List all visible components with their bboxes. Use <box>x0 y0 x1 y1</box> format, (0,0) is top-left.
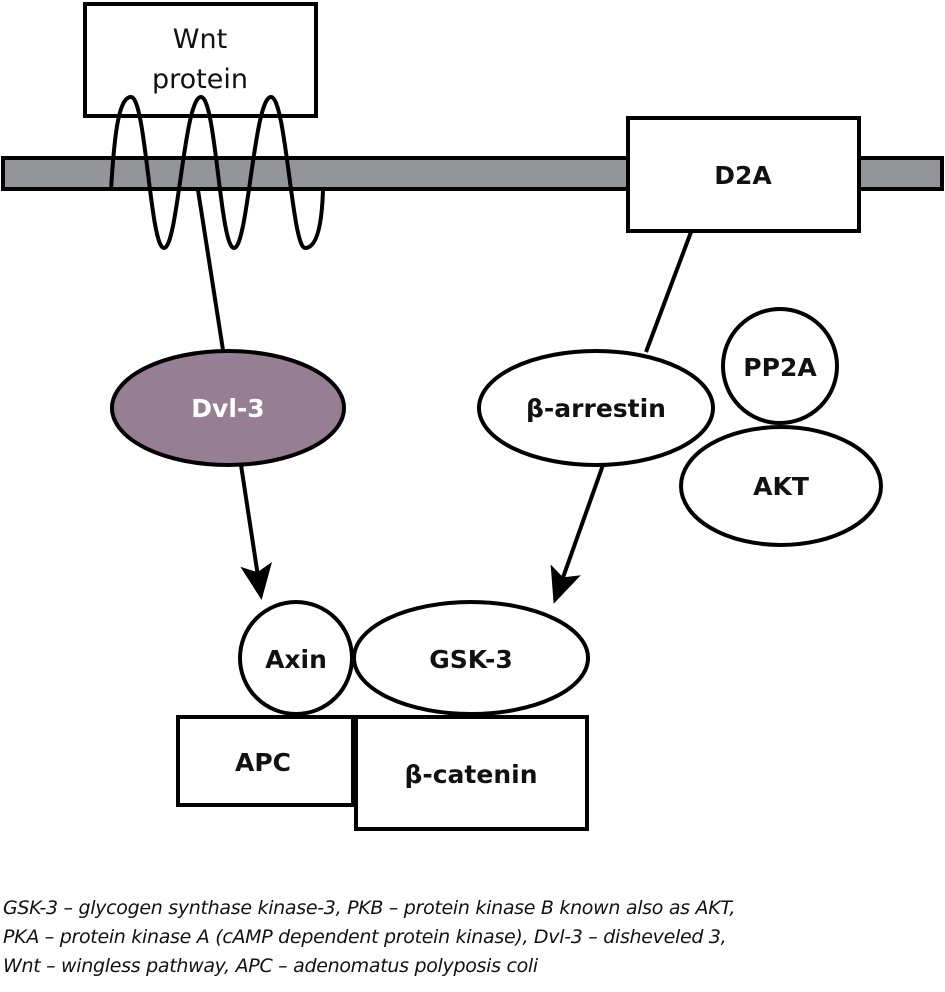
footnote-line: PKA – protein kinase A (cAMP dependent p… <box>3 926 727 948</box>
arrow-dvl3-to-axin <box>239 464 272 600</box>
frizzled-receptor-coil <box>109 94 325 251</box>
arrow-barrestin-to-gsk3 <box>550 464 605 604</box>
axin-label: Axin <box>265 645 327 674</box>
wnt-protein-node: Wnt protein <box>83 2 318 118</box>
dvl3-label: Dvl-3 <box>191 394 264 423</box>
abbreviations-footnote: GSK-3 – glycogen synthase kinase-3, PKB … <box>3 894 943 981</box>
edge-wnt-dvl3 <box>196 189 225 351</box>
apc-label: APC <box>235 748 291 777</box>
pp2a-node: PP2A <box>721 307 839 425</box>
beta-catenin-label: β-catenin <box>404 760 537 789</box>
footnote-line: Wnt – wingless pathway, APC – adenomatus… <box>3 955 538 977</box>
pp2a-label: PP2A <box>743 353 817 382</box>
beta-arrestin-label: β-arrestin <box>526 394 666 423</box>
dvl3-node: Dvl-3 <box>110 349 346 467</box>
beta-catenin-node: β-catenin <box>354 715 589 831</box>
d2a-node: D2A <box>626 116 861 233</box>
akt-label: AKT <box>753 472 809 501</box>
d2a-label: D2A <box>714 161 772 190</box>
akt-node: AKT <box>679 425 883 547</box>
apc-node: APC <box>176 715 355 807</box>
pathway-diagram: Wnt protein D2A Dvl-3 PP2A AKT β-arresti… <box>1 2 944 831</box>
gsk3-label: GSK-3 <box>429 645 513 674</box>
edge-d2a-barrestin <box>644 231 693 353</box>
wnt-label-line2: protein <box>152 64 248 95</box>
axin-node: Axin <box>238 600 354 716</box>
gsk3-node: GSK-3 <box>352 600 590 716</box>
beta-arrestin-node: β-arrestin <box>477 349 715 467</box>
wnt-label-line1: Wnt <box>173 24 227 55</box>
footnote-line: GSK-3 – glycogen synthase kinase-3, PKB … <box>3 897 736 919</box>
